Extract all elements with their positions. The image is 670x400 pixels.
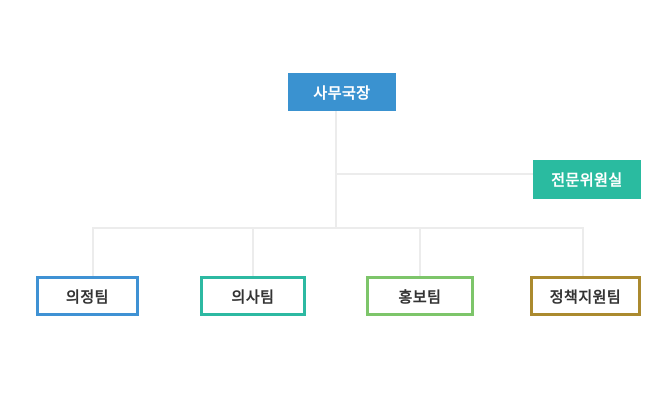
connector-staff-branch-horizontal (336, 173, 533, 175)
org-node-legislation-team-label: 의정팀 (66, 288, 109, 306)
org-node-legislation-team: 의정팀 (36, 276, 139, 316)
org-node-public-relations-team: 홍보팀 (366, 276, 474, 316)
connector-drop-team-3 (419, 229, 421, 276)
org-node-secretary-general: 사무국장 (288, 73, 396, 111)
org-node-medical-affairs-team: 의사팀 (200, 276, 306, 316)
org-node-policy-support-team: 정책지원팀 (530, 276, 641, 316)
org-node-expert-committee-office: 전문위원실 (533, 160, 641, 199)
org-node-public-relations-team-label: 홍보팀 (398, 288, 442, 306)
org-node-policy-support-team-label: 정책지원팀 (549, 288, 622, 306)
connector-drop-team-1 (92, 229, 94, 276)
org-node-expert-committee-office-label: 전문위원실 (551, 172, 623, 189)
connector-drop-team-4 (582, 229, 584, 276)
connector-teams-horizontal-bar (92, 227, 584, 229)
org-node-medical-affairs-team-label: 의사팀 (231, 288, 275, 306)
org-node-secretary-general-label: 사무국장 (313, 84, 371, 102)
connector-trunk-vertical (335, 111, 337, 227)
connector-drop-team-2 (252, 229, 254, 276)
